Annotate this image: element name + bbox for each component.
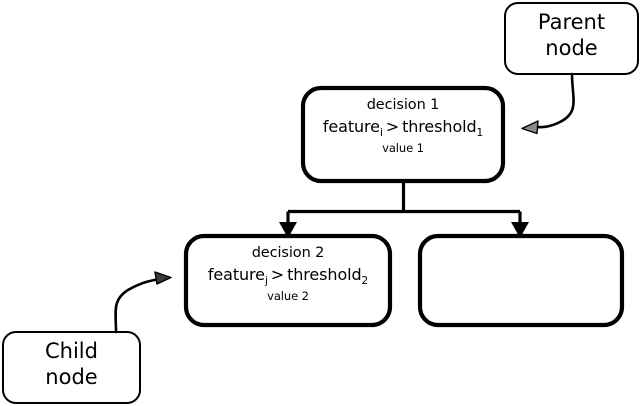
callout-arrow-parent: [528, 72, 575, 129]
callout-box-parent-node[interactable]: [504, 2, 639, 75]
callout-arrow-child: [114, 277, 164, 334]
arrowhead-right-child: [511, 222, 529, 238]
tree-connectors: [286, 181, 522, 225]
callout-box-child-node[interactable]: [2, 331, 141, 404]
node-box-decision-2[interactable]: [183, 233, 393, 328]
node-box-empty-child[interactable]: [417, 233, 625, 328]
node-box-decision-1[interactable]: [300, 85, 506, 184]
arrowhead-callout-parent: [521, 120, 539, 135]
arrowhead-left-child: [279, 222, 297, 238]
arrowhead-callout-child: [154, 271, 172, 285]
